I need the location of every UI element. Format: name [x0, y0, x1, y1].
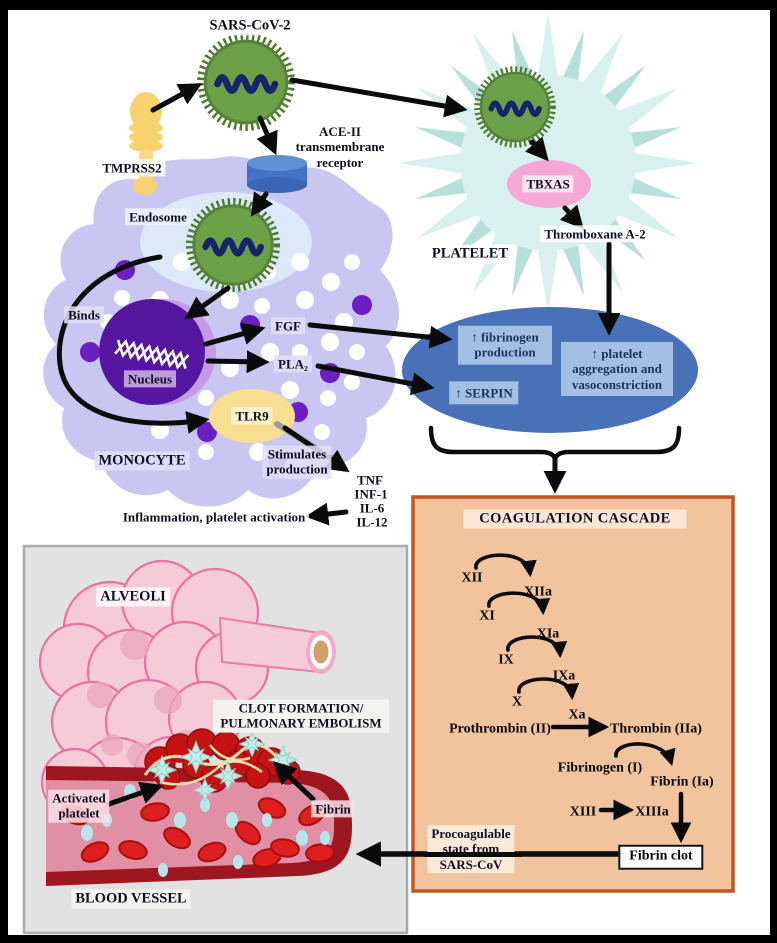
arrow-virus-to-platelet [289, 77, 468, 118]
arrow-tmprss2-to-virus [150, 83, 203, 113]
cascade-factor-xiii: XIII [569, 804, 597, 820]
label-monocyte: MONOCYTE [94, 451, 190, 471]
label-tmprss2: TMPRSS2 [98, 159, 166, 177]
arrow-virus-to-ace2 [256, 115, 278, 156]
label-stimulates-production: Stimulates production [262, 445, 332, 479]
cascade-thrombin: Thrombin (IIa) [610, 721, 702, 737]
cascade-factor-xiiia: XIIIa [635, 804, 669, 820]
label-sars-cov-2: SARS-CoV-2 [205, 16, 295, 36]
arrow-xii-xiia [474, 553, 537, 578]
label-coagulation-cascade-title: COAGULATION CASCADE [463, 509, 687, 529]
label-procoagulable-state: Procoagulable state from SARS-CoV [427, 825, 515, 873]
label-platelet-aggregation: ↑ platelet aggregation and vasoconstrict… [561, 342, 673, 396]
label-fibrin: Fibrin [311, 800, 355, 818]
arrow-ace2-to-endosome [250, 191, 274, 217]
flow-arrows [56, 77, 692, 867]
cascade-factor-ixa: IXa [552, 668, 576, 684]
label-fgf: FGF [271, 317, 305, 335]
fibrin-strands [143, 743, 287, 786]
label-serpin: ↑ SERPIN [449, 381, 519, 405]
cascade-factor-x: X [511, 694, 523, 710]
label-platelet: PLATELET [427, 244, 513, 264]
label-fibrinogen-production: ↑ fibrinogen production [458, 325, 552, 365]
arrow-binds-to-tlr9 [56, 254, 210, 434]
arrow-thrombin-fibrin [614, 742, 676, 766]
label-ace2-receptor: ACE-II transmembrane receptor [295, 124, 385, 170]
label-cytokine-il12: IL-12 [356, 514, 388, 530]
cascade-prothrombin: Prothrombin (II) [449, 721, 551, 737]
label-cytokine-inf1: INF-1 [354, 486, 388, 502]
arrow-endosome-to-nucleus [184, 285, 231, 320]
arrow-virus-to-tbxas [525, 136, 549, 162]
cascade-fibrinogen-i: Fibrinogen (I) [557, 760, 643, 776]
cascade-factor-xii: XII [461, 570, 483, 586]
label-inflammation: Inflammation, platelet activation [118, 508, 310, 526]
cascade-factor-ix: IX [498, 652, 514, 668]
label-activated-platelet: Activated platelet [48, 789, 110, 823]
arrow-overline-segment [424, 852, 522, 857]
dna-helix-art [114, 339, 190, 370]
lung-panel [22, 544, 409, 935]
cascade-fibrin-clot-box: Fibrin clot [618, 844, 704, 870]
label-blood-vessel: BLOOD VESSEL [71, 889, 191, 909]
clot-illustration [143, 728, 301, 802]
bronchiole-tube [218, 616, 336, 674]
label-alveoli: ALVEOLI [96, 587, 170, 607]
cascade-factor-xa: Xa [568, 707, 586, 723]
arrow-xi-xia [487, 591, 551, 616]
label-thromboxane-a2: Thromboxane A-2 [540, 225, 650, 243]
arrow-activated-platelet [106, 781, 164, 807]
label-clot-formation: CLOT FORMATION/ PULMONARY EMBOLISM [213, 699, 389, 733]
label-cytokine-il6: IL-6 [359, 500, 385, 516]
arrow-fibrin-label [272, 761, 316, 802]
cascade-factor-xiia: XIIa [523, 584, 553, 600]
label-pla2: PLA₂ [274, 355, 312, 373]
ace2-receptor [247, 155, 307, 193]
arrow-fgf-to-fibrinogen [307, 322, 453, 349]
label-binds: Binds [64, 306, 104, 324]
nucleus [99, 299, 216, 405]
arrow-cytokines-to-inflammation [305, 502, 349, 526]
label-cytokine-tnf: TNF [357, 472, 383, 488]
label-endosome: Endosome [125, 208, 191, 226]
arrow-ix-ixa [506, 635, 568, 659]
label-tbxas: TBXAS [522, 175, 574, 193]
arrow-nucleus-to-fgf [203, 322, 266, 347]
cascade-fibrin-ia: Fibrin (Ia) [650, 774, 714, 790]
cascade-factor-xi: XI [479, 608, 495, 624]
arrow-tbxas-to-thromboxane [559, 204, 584, 230]
arrow-pla2-to-serpin [315, 363, 435, 396]
label-tlr9: TLR9 [231, 407, 273, 425]
label-nucleus: Nucleus [123, 370, 177, 388]
tmprss2-protease [129, 92, 163, 195]
cascade-factor-xia: XIa [536, 626, 560, 642]
arrow-nucleus-to-pla2 [205, 350, 270, 374]
arrow-x-xa [517, 677, 580, 701]
